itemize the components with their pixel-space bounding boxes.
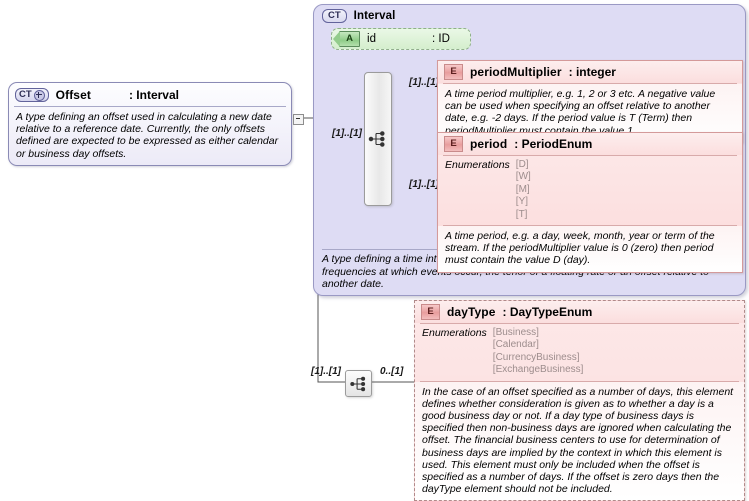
enumeration-value: [CurrencyBusiness] bbox=[492, 351, 580, 363]
day-type-divider-bottom bbox=[420, 380, 739, 382]
day-type-divider-top bbox=[420, 323, 739, 324]
attribute-badge-label: A bbox=[346, 33, 353, 44]
period-element[interactable]: E period : PeriodEnum Enumerations [D] [… bbox=[437, 132, 743, 273]
element-badge: E bbox=[444, 64, 463, 80]
day-type-enumeration-values: [Business] [Calendar] [CurrencyBusiness]… bbox=[493, 327, 613, 377]
day-type-name: dayType bbox=[447, 305, 496, 319]
cardinality-interval-in: [1]..[1] bbox=[332, 128, 362, 139]
id-attribute-name: id bbox=[367, 33, 377, 45]
period-multiplier-name: periodMultiplier bbox=[470, 65, 562, 79]
plus-expand-icon[interactable] bbox=[33, 89, 45, 101]
sequence-compositor-interval[interactable] bbox=[364, 72, 392, 206]
day-type-documentation: In the case of an offset specified as a … bbox=[415, 381, 744, 501]
sequence-icon bbox=[349, 376, 365, 391]
day-type-element[interactable]: E dayType : DayTypeEnum Enumerations [Bu… bbox=[414, 300, 745, 501]
period-enumerations: Enumerations [D] [W] [M] [Y] [T] bbox=[438, 156, 742, 225]
period-documentation: A time period, e.g. a day, week, month, … bbox=[438, 226, 742, 272]
offset-documentation: A type defining an offset used in calcul… bbox=[16, 111, 279, 160]
element-badge: E bbox=[444, 136, 463, 152]
id-attribute-header: A id : ID bbox=[332, 29, 470, 49]
interval-name: Interval bbox=[353, 10, 396, 22]
enumeration-value: [Business] bbox=[492, 327, 539, 338]
element-badge-label: E bbox=[450, 66, 457, 77]
cardinality-period: [1]..[1] bbox=[409, 179, 439, 190]
cardinality-period-multiplier: [1]..[1] bbox=[409, 77, 439, 88]
attribute-badge: A bbox=[333, 31, 360, 47]
id-attribute-type: : ID bbox=[432, 33, 450, 45]
sequence-icon bbox=[368, 131, 385, 147]
offset-node-header: CT Offset : Interval bbox=[9, 83, 291, 106]
collapse-toggle-icon[interactable] bbox=[293, 114, 304, 125]
enumeration-value: [Calendar] bbox=[492, 339, 539, 351]
day-type-type: : DayTypeEnum bbox=[502, 305, 593, 319]
cardinality-sequence-in: [1]..[1] bbox=[311, 366, 341, 377]
period-header: E period : PeriodEnum bbox=[438, 133, 742, 155]
period-enumeration-values: [D] [W] [M] [Y] [T] bbox=[516, 159, 531, 221]
period-divider-bottom bbox=[443, 225, 737, 227]
offset-type-node[interactable]: CT Offset : Interval A type defining an … bbox=[8, 82, 292, 166]
period-type: : PeriodEnum bbox=[514, 137, 593, 151]
sequence-compositor-daytype[interactable] bbox=[345, 370, 372, 397]
id-attribute-node[interactable]: A id : ID bbox=[331, 28, 471, 50]
schema-diagram-canvas: CT Offset : Interval A type defining an … bbox=[8, 4, 746, 501]
period-multiplier-type: : integer bbox=[568, 65, 616, 79]
enumeration-value: [D] bbox=[515, 159, 529, 170]
element-badge: E bbox=[421, 304, 440, 320]
period-multiplier-element[interactable]: E periodMultiplier : integer A time peri… bbox=[437, 60, 743, 143]
enumeration-value: [M] bbox=[515, 183, 530, 195]
period-name: period bbox=[470, 137, 508, 151]
day-type-enumerations: Enumerations [Business] [Calendar] [Curr… bbox=[415, 324, 744, 381]
complextype-badge[interactable]: CT bbox=[15, 88, 49, 102]
period-multiplier-header: E periodMultiplier : integer bbox=[438, 61, 742, 83]
period-divider-top bbox=[443, 155, 737, 156]
complextype-badge: CT bbox=[322, 9, 347, 23]
offset-name: Offset bbox=[55, 88, 91, 102]
offset-type: : Interval bbox=[128, 88, 179, 102]
enumeration-value: [Y] bbox=[515, 196, 529, 208]
complextype-badge-label: CT bbox=[328, 10, 341, 21]
enumeration-value: [W] bbox=[515, 171, 531, 183]
cardinality-day-type: 0..[1] bbox=[380, 366, 404, 377]
element-badge-label: E bbox=[450, 138, 457, 149]
complextype-badge-label: CT bbox=[19, 89, 32, 100]
day-type-enumerations-label: Enumerations bbox=[422, 327, 487, 339]
element-badge-label: E bbox=[427, 306, 434, 317]
period-multiplier-divider bbox=[443, 83, 737, 84]
offset-divider bbox=[14, 106, 286, 107]
period-enumerations-label: Enumerations bbox=[445, 159, 510, 171]
enumeration-value: [ExchangeBusiness] bbox=[492, 364, 584, 376]
interval-header: CT Interval bbox=[314, 5, 745, 23]
enumeration-value: [T] bbox=[515, 208, 528, 220]
day-type-header: E dayType : DayTypeEnum bbox=[415, 301, 744, 323]
